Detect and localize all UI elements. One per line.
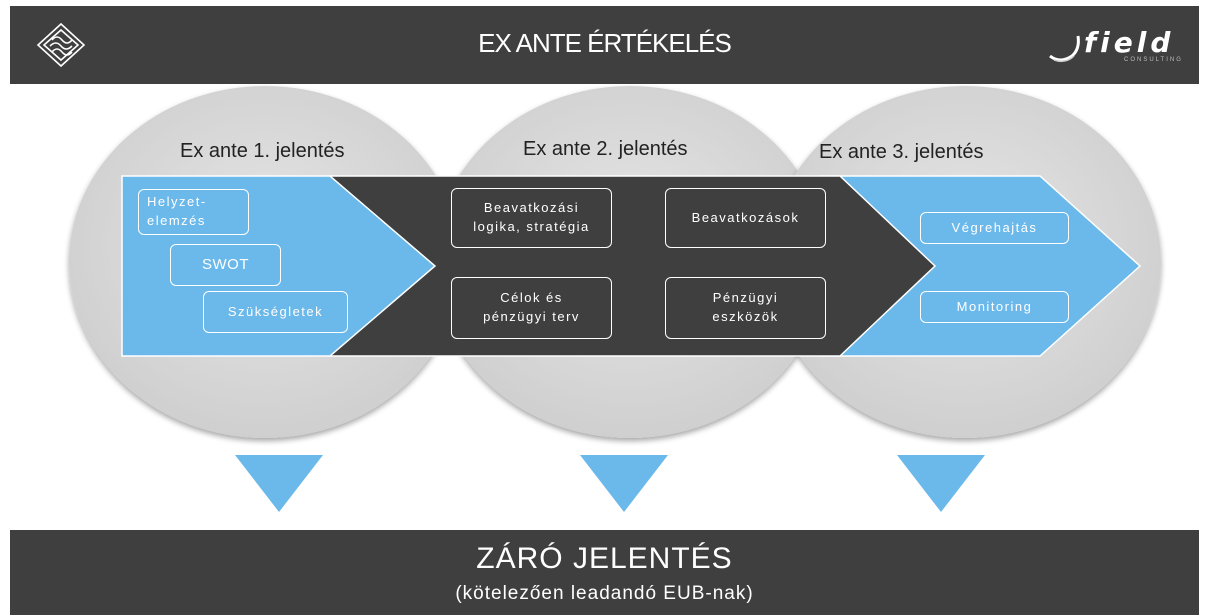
- down-arrow-1: [235, 455, 323, 512]
- brand-tagline: CONSULTING: [1124, 57, 1183, 63]
- stage-label-3: Ex ante 3. jelentés: [819, 141, 984, 163]
- brand-name: field: [1084, 26, 1175, 59]
- stage-label-1: Ex ante 1. jelentés: [180, 140, 345, 162]
- box-penzugyi-eszkozok: Pénzügyi eszközök: [665, 277, 826, 339]
- final-report-title: ZÁRÓ JELENTÉS: [476, 542, 733, 575]
- box-helyzetelemzes: Helyzet- elemzés: [138, 189, 249, 235]
- down-arrow-3: [897, 455, 985, 512]
- box-beavatkozasok: Beavatkozások: [665, 188, 826, 248]
- stage1-blue-arrow: [121, 175, 437, 357]
- footer-bar: ZÁRÓ JELENTÉS (kötelezően leadandó EUB-n…: [10, 530, 1199, 615]
- final-report-subtitle: (kötelezően leadandó EUB-nak): [455, 583, 754, 604]
- box-celok-penzugyi-terv: Célok és pénzügyi terv: [451, 277, 612, 339]
- knot-emblem-icon: [36, 22, 86, 68]
- box-beavatkozasi-logika: Beavatkozási logika, stratégia: [451, 188, 612, 248]
- swoosh-icon: [1049, 35, 1080, 63]
- page-title: EX ANTE ÉRTÉKELÉS: [478, 28, 732, 58]
- down-arrow-2: [580, 455, 668, 512]
- stage-label-2: Ex ante 2. jelentés: [523, 138, 688, 160]
- box-swot: SWOT: [170, 244, 281, 286]
- box-monitoring: Monitoring: [920, 291, 1069, 323]
- field-consulting-logo: field CONSULTING: [1044, 26, 1189, 66]
- header-bar: EX ANTE ÉRTÉKELÉS field CONSULTING: [10, 6, 1199, 84]
- box-vegrehajtas: Végrehajtás: [920, 212, 1069, 244]
- box-szuksegletek: Szükségletek: [203, 291, 348, 333]
